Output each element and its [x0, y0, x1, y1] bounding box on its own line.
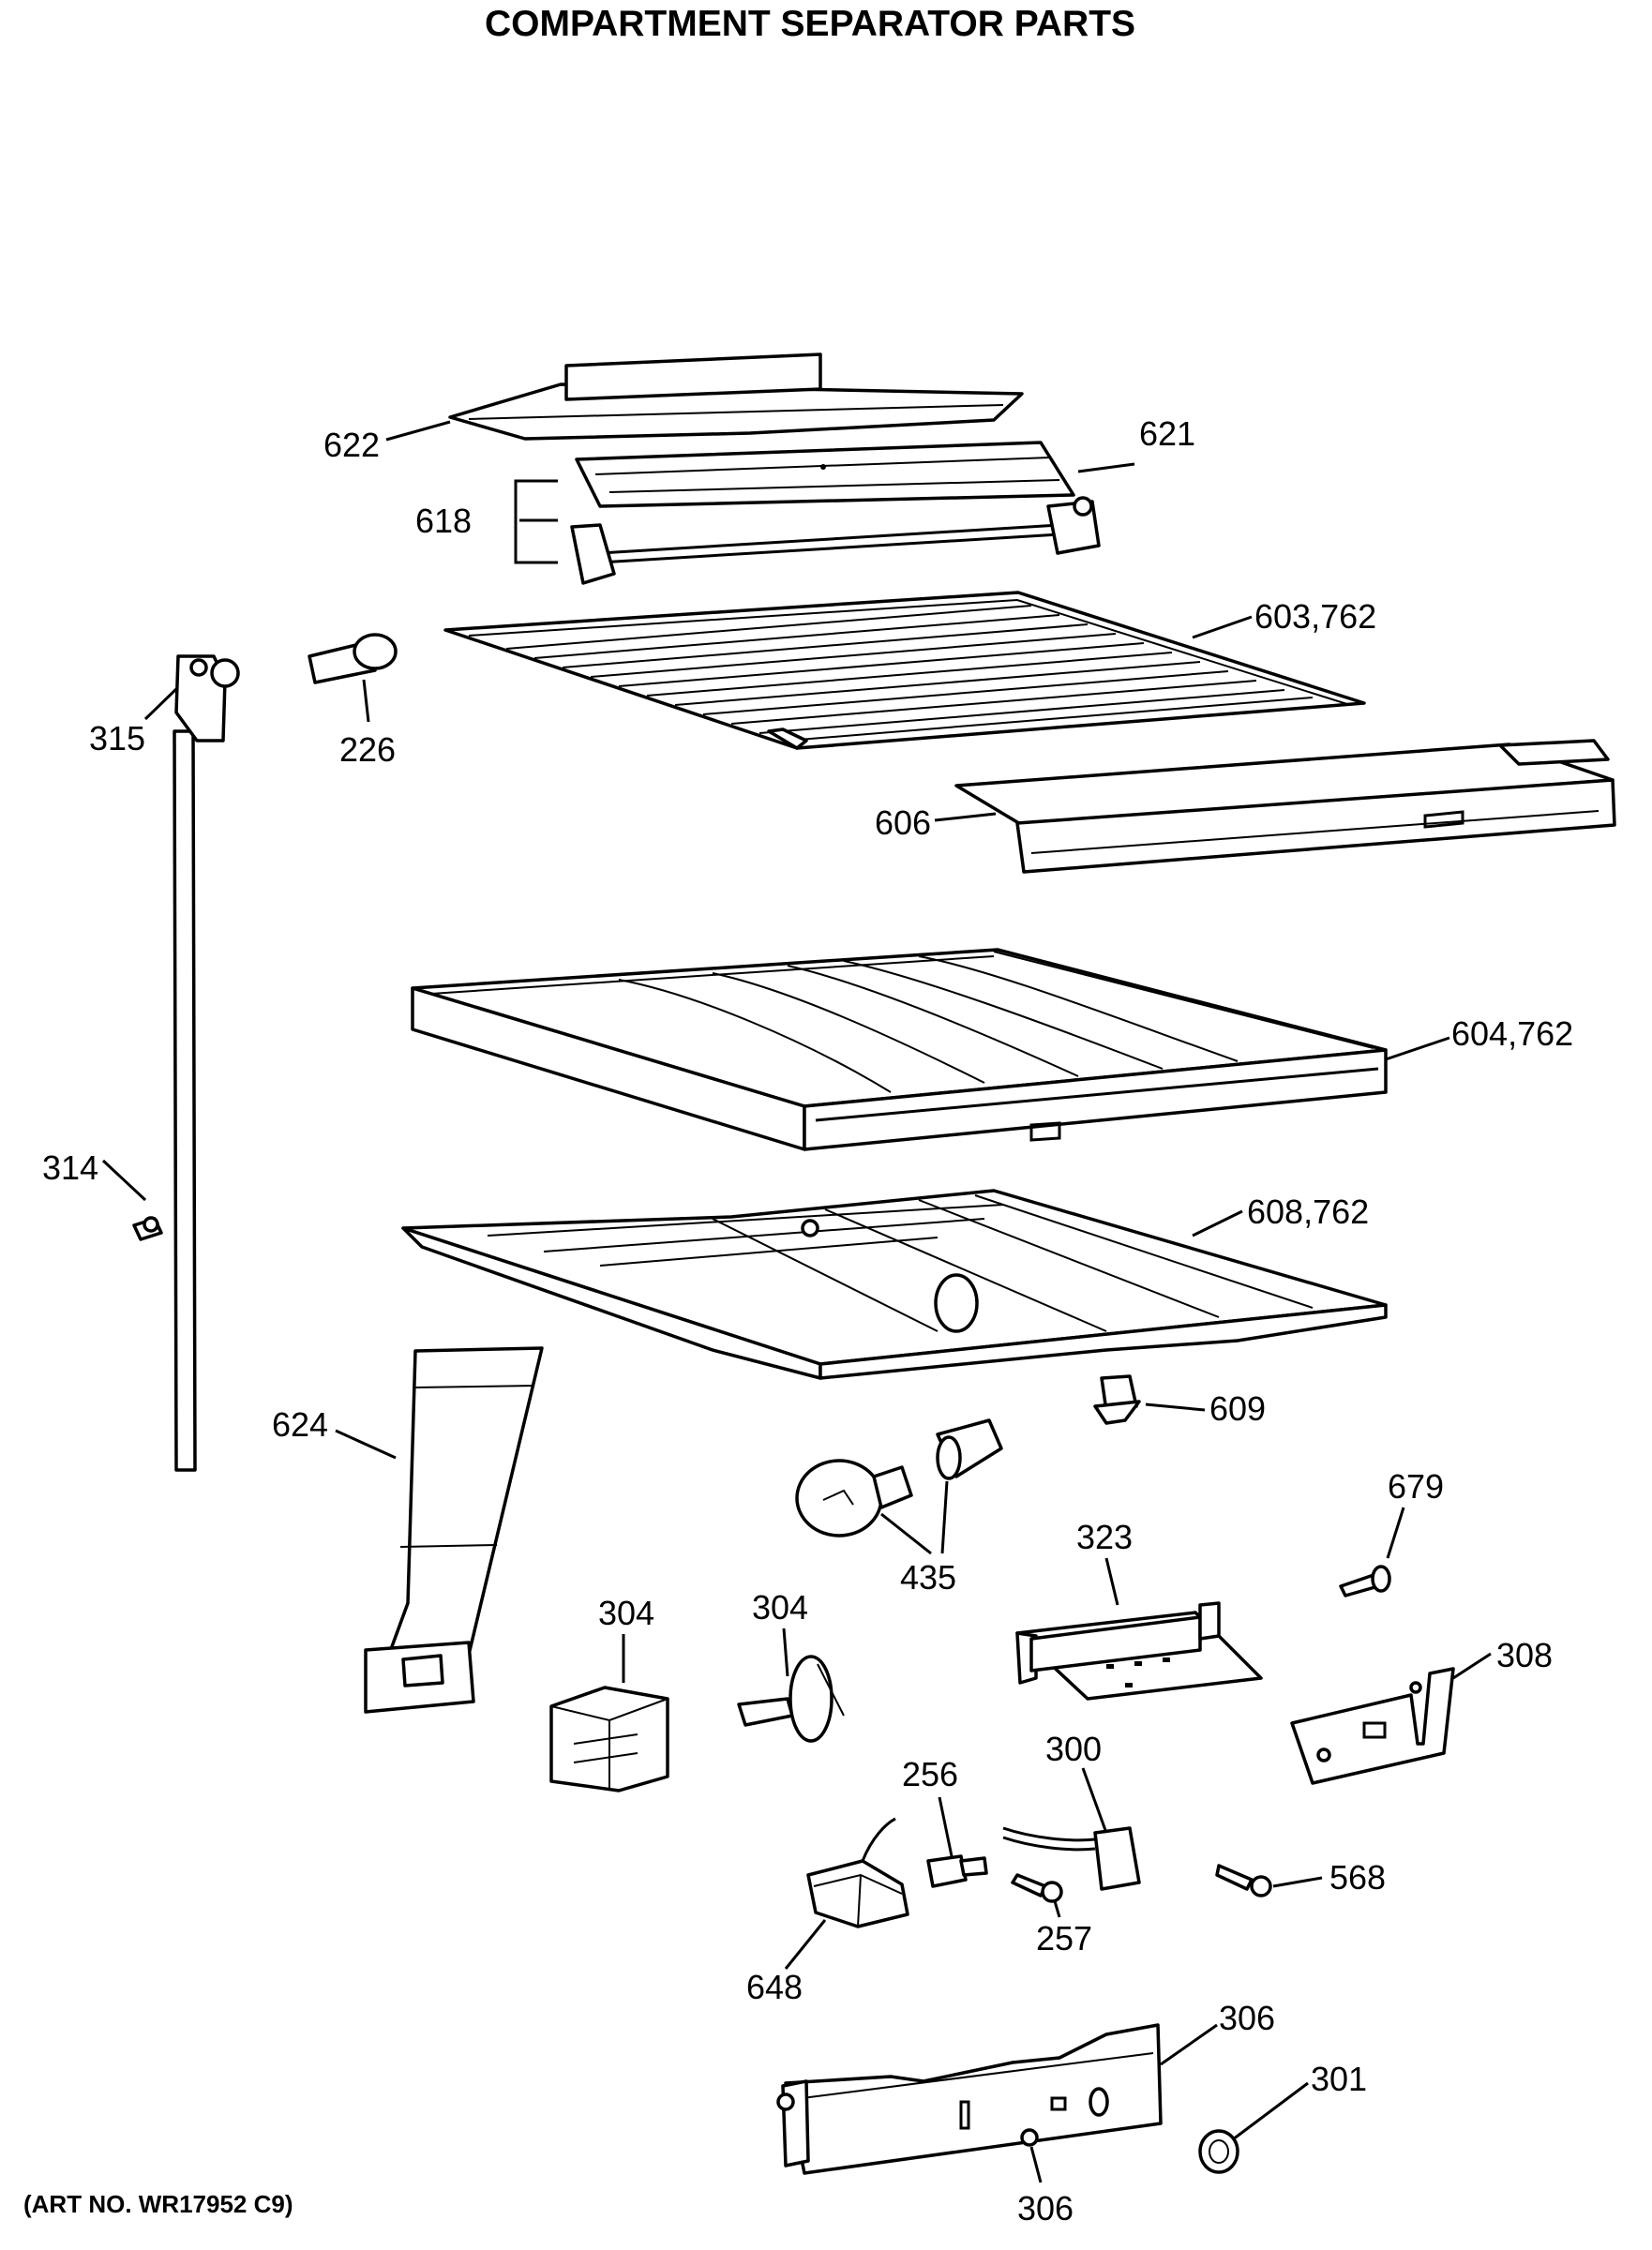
- part-679-drawing: [1339, 1565, 1391, 1598]
- part-606-drawing: [954, 739, 1616, 874]
- part-300-drawing: [1002, 1826, 1141, 1891]
- diagram-title: COMPARTMENT SEPARATOR PARTS: [485, 4, 1135, 44]
- part-435-drawing: [795, 1418, 1003, 1538]
- part-314-drawing: [132, 1216, 163, 1241]
- callout-306-bottom: 306: [1017, 2189, 1074, 2228]
- callout-304-right: 304: [752, 1588, 808, 1627]
- part-648-drawing: [806, 1817, 909, 1928]
- part-308-drawing: [1290, 1667, 1455, 1785]
- callout-606: 606: [875, 803, 931, 842]
- callout-308: 308: [1496, 1636, 1553, 1674]
- callout-323: 323: [1076, 1518, 1133, 1556]
- callout-622: 622: [323, 426, 380, 464]
- part-621-drawing: [575, 441, 1075, 508]
- part-608-drawing: [401, 1189, 1388, 1380]
- part-226-drawing: [308, 633, 398, 684]
- callout-679: 679: [1388, 1467, 1444, 1506]
- callout-603: 603,762: [1254, 597, 1376, 636]
- art-number: (ART NO. WR17952 C9): [23, 2190, 293, 2218]
- part-304b-drawing: [737, 1655, 845, 1743]
- part-618-drawing: [570, 496, 1101, 585]
- callout-568: 568: [1329, 1858, 1386, 1897]
- callout-314: 314: [42, 1148, 98, 1187]
- part-306b-drawing: [1020, 2128, 1039, 2147]
- callout-624: 624: [272, 1405, 328, 1444]
- part-257-drawing: [1011, 1873, 1063, 1903]
- callout-608: 608,762: [1247, 1192, 1369, 1231]
- callout-435: 435: [900, 1558, 956, 1597]
- leader-lines: [101, 420, 1492, 2183]
- part-609-drawing: [1093, 1374, 1141, 1425]
- part-323-drawing: [1015, 1601, 1263, 1701]
- callout-618: 618: [415, 502, 472, 540]
- part-304a-drawing: [549, 1686, 669, 1792]
- callout-256: 256: [902, 1755, 958, 1793]
- part-306a-drawing: [776, 2023, 1163, 2175]
- part-256-drawing: [926, 1854, 988, 1888]
- part-622-drawing: [448, 352, 1024, 441]
- callout-648: 648: [746, 1968, 803, 2006]
- callout-304-left: 304: [598, 1594, 654, 1632]
- part-603-drawing: [443, 591, 1366, 750]
- callout-604: 604,762: [1451, 1014, 1573, 1053]
- callout-315: 315: [89, 719, 145, 758]
- part-568-drawing: [1215, 1864, 1272, 1898]
- part-301-drawing: [1198, 2129, 1239, 2174]
- callout-226: 226: [339, 730, 396, 769]
- callout-609: 609: [1209, 1389, 1266, 1428]
- callout-300: 300: [1045, 1730, 1102, 1768]
- part-315-drawing: [173, 654, 240, 1472]
- callout-labels: 622 621 618 603,762 315 226 606 604,762 …: [42, 414, 1573, 2228]
- callout-301: 301: [1311, 2060, 1367, 2098]
- part-624-drawing: [364, 1346, 544, 1714]
- part-604-drawing: [411, 948, 1388, 1151]
- callout-257: 257: [1036, 1919, 1092, 1958]
- callout-621: 621: [1139, 414, 1195, 453]
- callout-306-top: 306: [1219, 1999, 1275, 2037]
